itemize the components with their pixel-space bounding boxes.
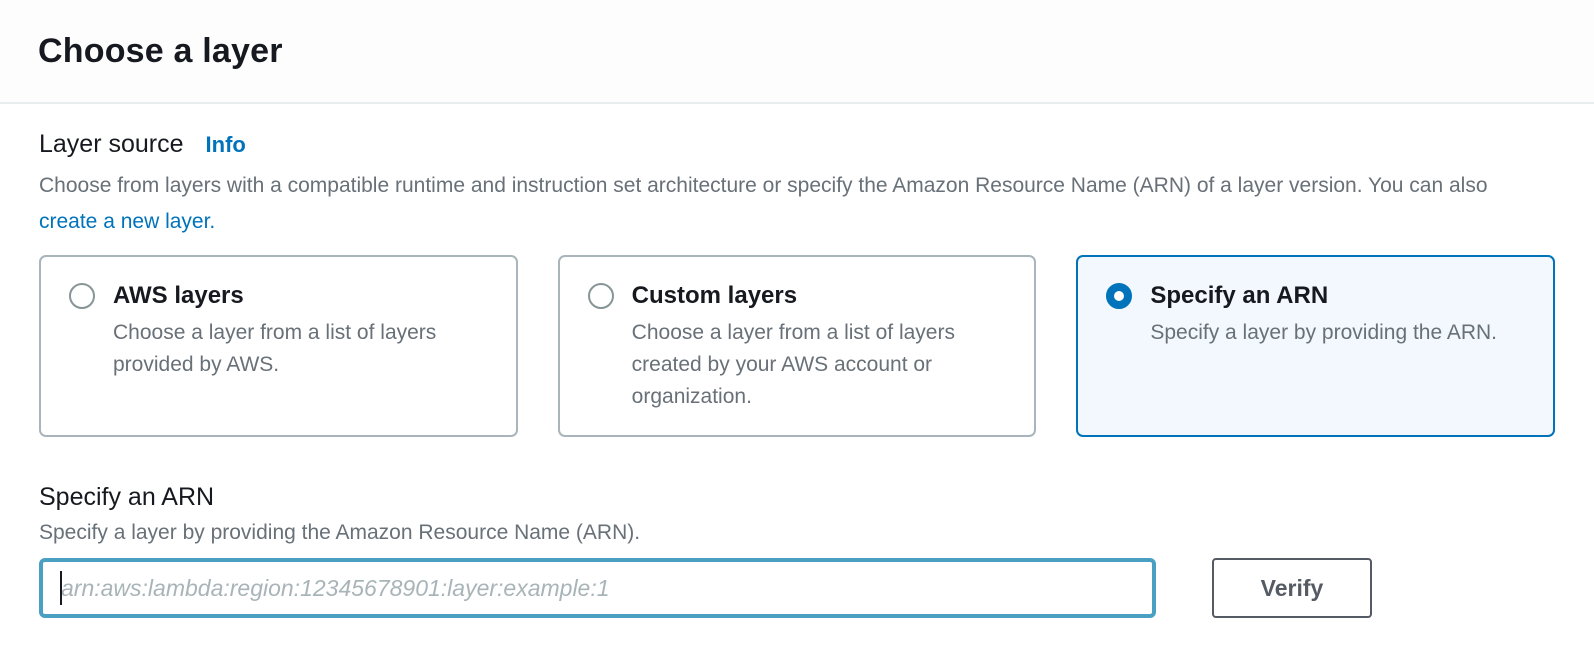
specify-arn-description: Specify a layer by providing the Amazon … (39, 521, 641, 544)
layer-source-header: Layer source Info (39, 130, 1555, 159)
tile-aws-layers[interactable]: AWS layers Choose a layer from a list of… (39, 255, 518, 437)
tile-specify-arn[interactable]: Specify an ARN Specify a layer by provid… (1076, 255, 1556, 437)
radio-checked-icon[interactable] (1106, 283, 1133, 309)
layer-source-description-text: Choose from layers with a compatible run… (39, 174, 1488, 197)
tile-description: Specify a layer by providing the ARN. (1150, 321, 1498, 344)
panel-content: Layer source Info Choose from layers wit… (0, 130, 1594, 618)
layer-source-label: Layer source (39, 130, 184, 158)
create-new-layer-link[interactable]: create a new layer. (39, 210, 216, 233)
specify-arn-title: Specify an ARN (39, 483, 215, 511)
radio-unchecked-icon[interactable] (587, 283, 614, 309)
tile-description: Choose a layer from a list of layers pro… (113, 321, 437, 376)
radio-unchecked-icon[interactable] (69, 283, 95, 309)
arn-input-row: Verify (39, 558, 1555, 618)
info-link[interactable]: Info (205, 132, 246, 157)
tile-description: Choose a layer from a list of layers cre… (631, 321, 955, 408)
tile-custom-layers[interactable]: Custom layers Choose a layer from a list… (557, 255, 1037, 437)
layer-source-options: AWS layers Choose a layer from a list of… (39, 255, 1556, 437)
tile-title: AWS layers (113, 282, 244, 309)
tile-title: Custom layers (631, 282, 798, 309)
page-title: Choose a layer (38, 31, 283, 70)
layer-source-description: Choose from layers with a compatible run… (39, 168, 1519, 240)
panel-header: Choose a layer (0, 0, 1594, 104)
specify-arn-section: Specify an ARN Specify a layer by provid… (39, 483, 1555, 618)
arn-input[interactable] (39, 558, 1156, 618)
verify-button[interactable]: Verify (1212, 558, 1372, 618)
tile-title: Specify an ARN (1150, 282, 1329, 309)
